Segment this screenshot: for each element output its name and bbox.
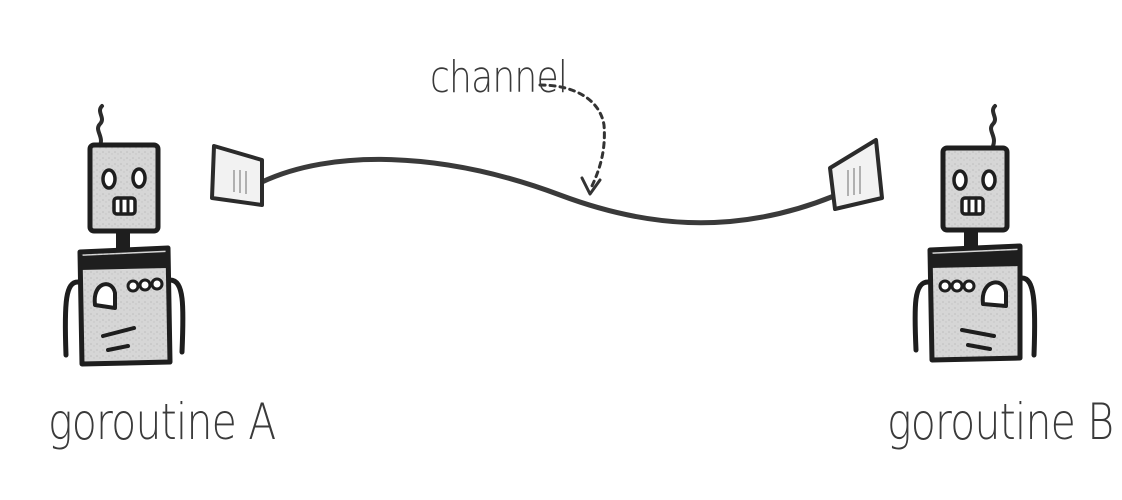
right-robot-icon	[912, 104, 1038, 363]
left-cup-icon	[210, 144, 264, 207]
channel-string	[259, 156, 837, 226]
goroutine-a-label: goroutine A	[48, 393, 276, 451]
left-robot-icon	[62, 104, 186, 367]
goroutine-b-label: goroutine B	[887, 393, 1114, 451]
dashed-arrow-icon	[538, 83, 606, 196]
right-cup-icon	[828, 138, 884, 211]
channel-label: channel	[430, 52, 568, 103]
